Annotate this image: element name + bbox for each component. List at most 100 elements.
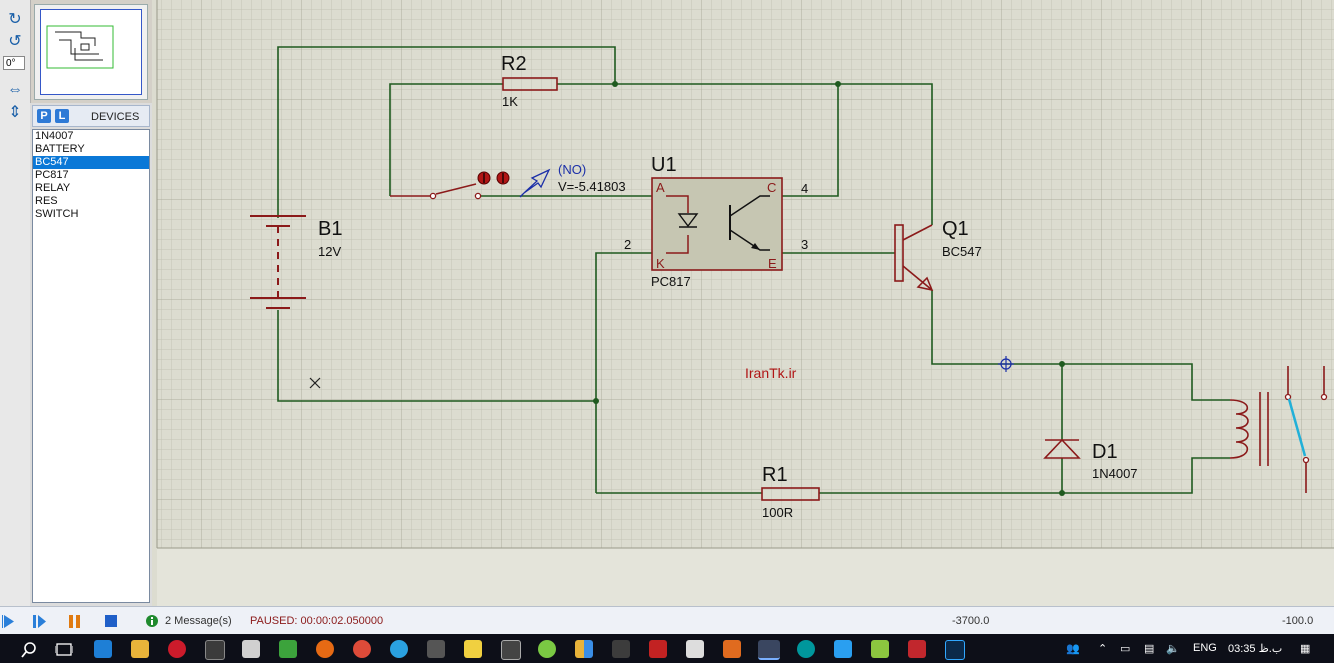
language-indicator[interactable]: ENG bbox=[1193, 642, 1217, 654]
store-icon[interactable] bbox=[205, 640, 225, 660]
arduino-icon[interactable] bbox=[797, 640, 815, 658]
edge-icon[interactable] bbox=[94, 640, 112, 658]
u1-pin-number-3: 3 bbox=[801, 237, 808, 252]
volume-icon[interactable]: 🔈 bbox=[1166, 643, 1180, 655]
b1-value: 12V bbox=[318, 244, 341, 259]
play-icon[interactable] bbox=[2, 614, 20, 630]
overview-thumbnail bbox=[46, 25, 114, 69]
device-item[interactable]: RES bbox=[35, 195, 58, 207]
r1-ref: R1 bbox=[762, 464, 788, 486]
voltage-probe[interactable]: (NO) V=-5.41803 bbox=[519, 162, 626, 198]
search-icon[interactable] bbox=[20, 641, 38, 659]
rotation-angle-field[interactable]: 0° bbox=[3, 56, 25, 70]
task-view-icon[interactable] bbox=[55, 641, 73, 659]
devices-header: P L DEVICES bbox=[32, 105, 150, 127]
u1-pin-number-2: 2 bbox=[624, 237, 631, 252]
app-icon-flash[interactable] bbox=[908, 640, 926, 658]
u1-pin-e: E bbox=[768, 256, 777, 271]
probe-voltage: V=-5.41803 bbox=[558, 179, 626, 194]
people-icon[interactable]: 👥 bbox=[1066, 643, 1080, 655]
info-icon bbox=[146, 615, 158, 627]
proteus-icon[interactable] bbox=[758, 640, 780, 660]
app-icon-lime[interactable] bbox=[538, 640, 556, 658]
q1-value: BC547 bbox=[942, 244, 982, 259]
windows-taskbar: 👥 ⌃ ▭ ▤ 🔈 ENG 03:35 ب.ظ ▦ bbox=[0, 634, 1334, 663]
schematic-sheet[interactable]: R2 1K R1 100R B1 12V bbox=[152, 0, 1334, 606]
overview-window[interactable] bbox=[34, 4, 148, 100]
wires bbox=[277, 46, 1230, 494]
device-item[interactable]: 1N4007 bbox=[35, 130, 74, 142]
app-icon-white[interactable] bbox=[686, 640, 704, 658]
device-item[interactable]: BATTERY bbox=[35, 143, 85, 155]
resistor-r1[interactable]: R1 100R bbox=[761, 464, 820, 520]
app-icon-chip[interactable] bbox=[501, 640, 521, 660]
switch[interactable] bbox=[390, 171, 510, 200]
b1-ref: B1 bbox=[318, 218, 342, 240]
r2-value: 1K bbox=[502, 94, 518, 109]
probe-label: (NO) bbox=[558, 162, 586, 177]
notepad-icon[interactable] bbox=[464, 640, 482, 658]
stop-icon[interactable] bbox=[104, 614, 120, 630]
devices-panel: P L DEVICES 1N4007 BATTERY BC547 PC817 R… bbox=[30, 103, 152, 606]
resistor-r2[interactable]: R2 1K bbox=[501, 53, 558, 109]
relay-contact-arm bbox=[1287, 398, 1307, 457]
notification-icon[interactable]: ▦ bbox=[1300, 643, 1311, 655]
u1-pin-a: A bbox=[656, 180, 665, 195]
origin-marker bbox=[998, 356, 1014, 372]
optocoupler-u1[interactable]: A K C E 2 3 4 U1 PC817 bbox=[624, 154, 808, 289]
transistor-q1[interactable]: Q1 BC547 bbox=[894, 218, 982, 292]
u1-ref: U1 bbox=[651, 154, 677, 176]
diode-d1[interactable]: D1 1N4007 bbox=[1043, 438, 1138, 481]
watermark-text: IranTk.ir bbox=[745, 365, 797, 381]
app-icon-blue[interactable] bbox=[390, 640, 408, 658]
undo-icon[interactable]: ↺ bbox=[8, 33, 22, 50]
q1-ref: Q1 bbox=[942, 218, 969, 240]
battery-b1[interactable] bbox=[250, 215, 306, 309]
relay[interactable] bbox=[1229, 366, 1328, 493]
no-connect-marker bbox=[309, 377, 321, 389]
app-icon-settings[interactable] bbox=[834, 640, 852, 658]
redo-icon[interactable]: ↻ bbox=[8, 11, 22, 28]
device-item[interactable]: RELAY bbox=[35, 182, 71, 194]
u1-pin-k: K bbox=[656, 256, 665, 271]
app-icon-red[interactable] bbox=[649, 640, 667, 658]
file-explorer-icon[interactable] bbox=[131, 640, 149, 658]
app-icon-dark[interactable] bbox=[612, 640, 630, 658]
step-icon[interactable] bbox=[32, 614, 48, 630]
pick-devices-button[interactable]: P bbox=[37, 109, 51, 123]
clock[interactable]: 03:35 ب.ظ bbox=[1228, 643, 1283, 655]
u1-pin-c: C bbox=[767, 180, 776, 195]
chrome-icon[interactable] bbox=[353, 640, 371, 658]
battery-icon[interactable]: ▭ bbox=[1120, 643, 1131, 655]
photoshop-icon[interactable] bbox=[945, 640, 965, 660]
pause-icon[interactable] bbox=[67, 614, 83, 630]
app-icon-gray[interactable] bbox=[427, 640, 445, 658]
library-button[interactable]: L bbox=[55, 109, 69, 123]
mail-icon[interactable] bbox=[242, 640, 260, 658]
d1-value: 1N4007 bbox=[1092, 466, 1138, 481]
matlab-icon[interactable] bbox=[723, 640, 741, 658]
devices-list[interactable]: 1N4007 BATTERY BC547 PC817 RELAY RES SWI… bbox=[32, 129, 150, 603]
app-icon-multicolor[interactable] bbox=[575, 640, 593, 658]
app-icon-green[interactable] bbox=[279, 640, 297, 658]
overview-viewport[interactable] bbox=[40, 9, 142, 95]
u1-pin-number-4: 4 bbox=[801, 181, 808, 196]
coord-y: -100.0 bbox=[1282, 615, 1314, 627]
r1-value: 100R bbox=[762, 505, 793, 520]
mirror-vertical-icon[interactable]: ⇕ bbox=[8, 104, 22, 121]
mirror-horizontal-icon[interactable]: ⇔ bbox=[7, 81, 23, 98]
network-icon[interactable]: ▤ bbox=[1144, 643, 1155, 655]
d1-ref: D1 bbox=[1092, 441, 1118, 463]
devices-title: DEVICES bbox=[91, 111, 140, 123]
coord-x: -3700.0 bbox=[952, 615, 990, 627]
device-item[interactable]: PC817 bbox=[35, 169, 69, 181]
status-bar: 2 Message(s) PAUSED: 00:00:02.050000 -37… bbox=[0, 606, 1334, 635]
chevron-up-icon[interactable]: ⌃ bbox=[1098, 643, 1108, 655]
firefox-icon[interactable] bbox=[316, 640, 334, 658]
device-item[interactable]: SWITCH bbox=[35, 208, 79, 220]
device-item[interactable]: BC547 bbox=[33, 156, 149, 169]
r2-ref: R2 bbox=[501, 53, 527, 75]
app-icon-board[interactable] bbox=[871, 640, 889, 658]
messages-count[interactable]: 2 Message(s) bbox=[165, 615, 232, 627]
opera-icon[interactable] bbox=[168, 640, 186, 658]
